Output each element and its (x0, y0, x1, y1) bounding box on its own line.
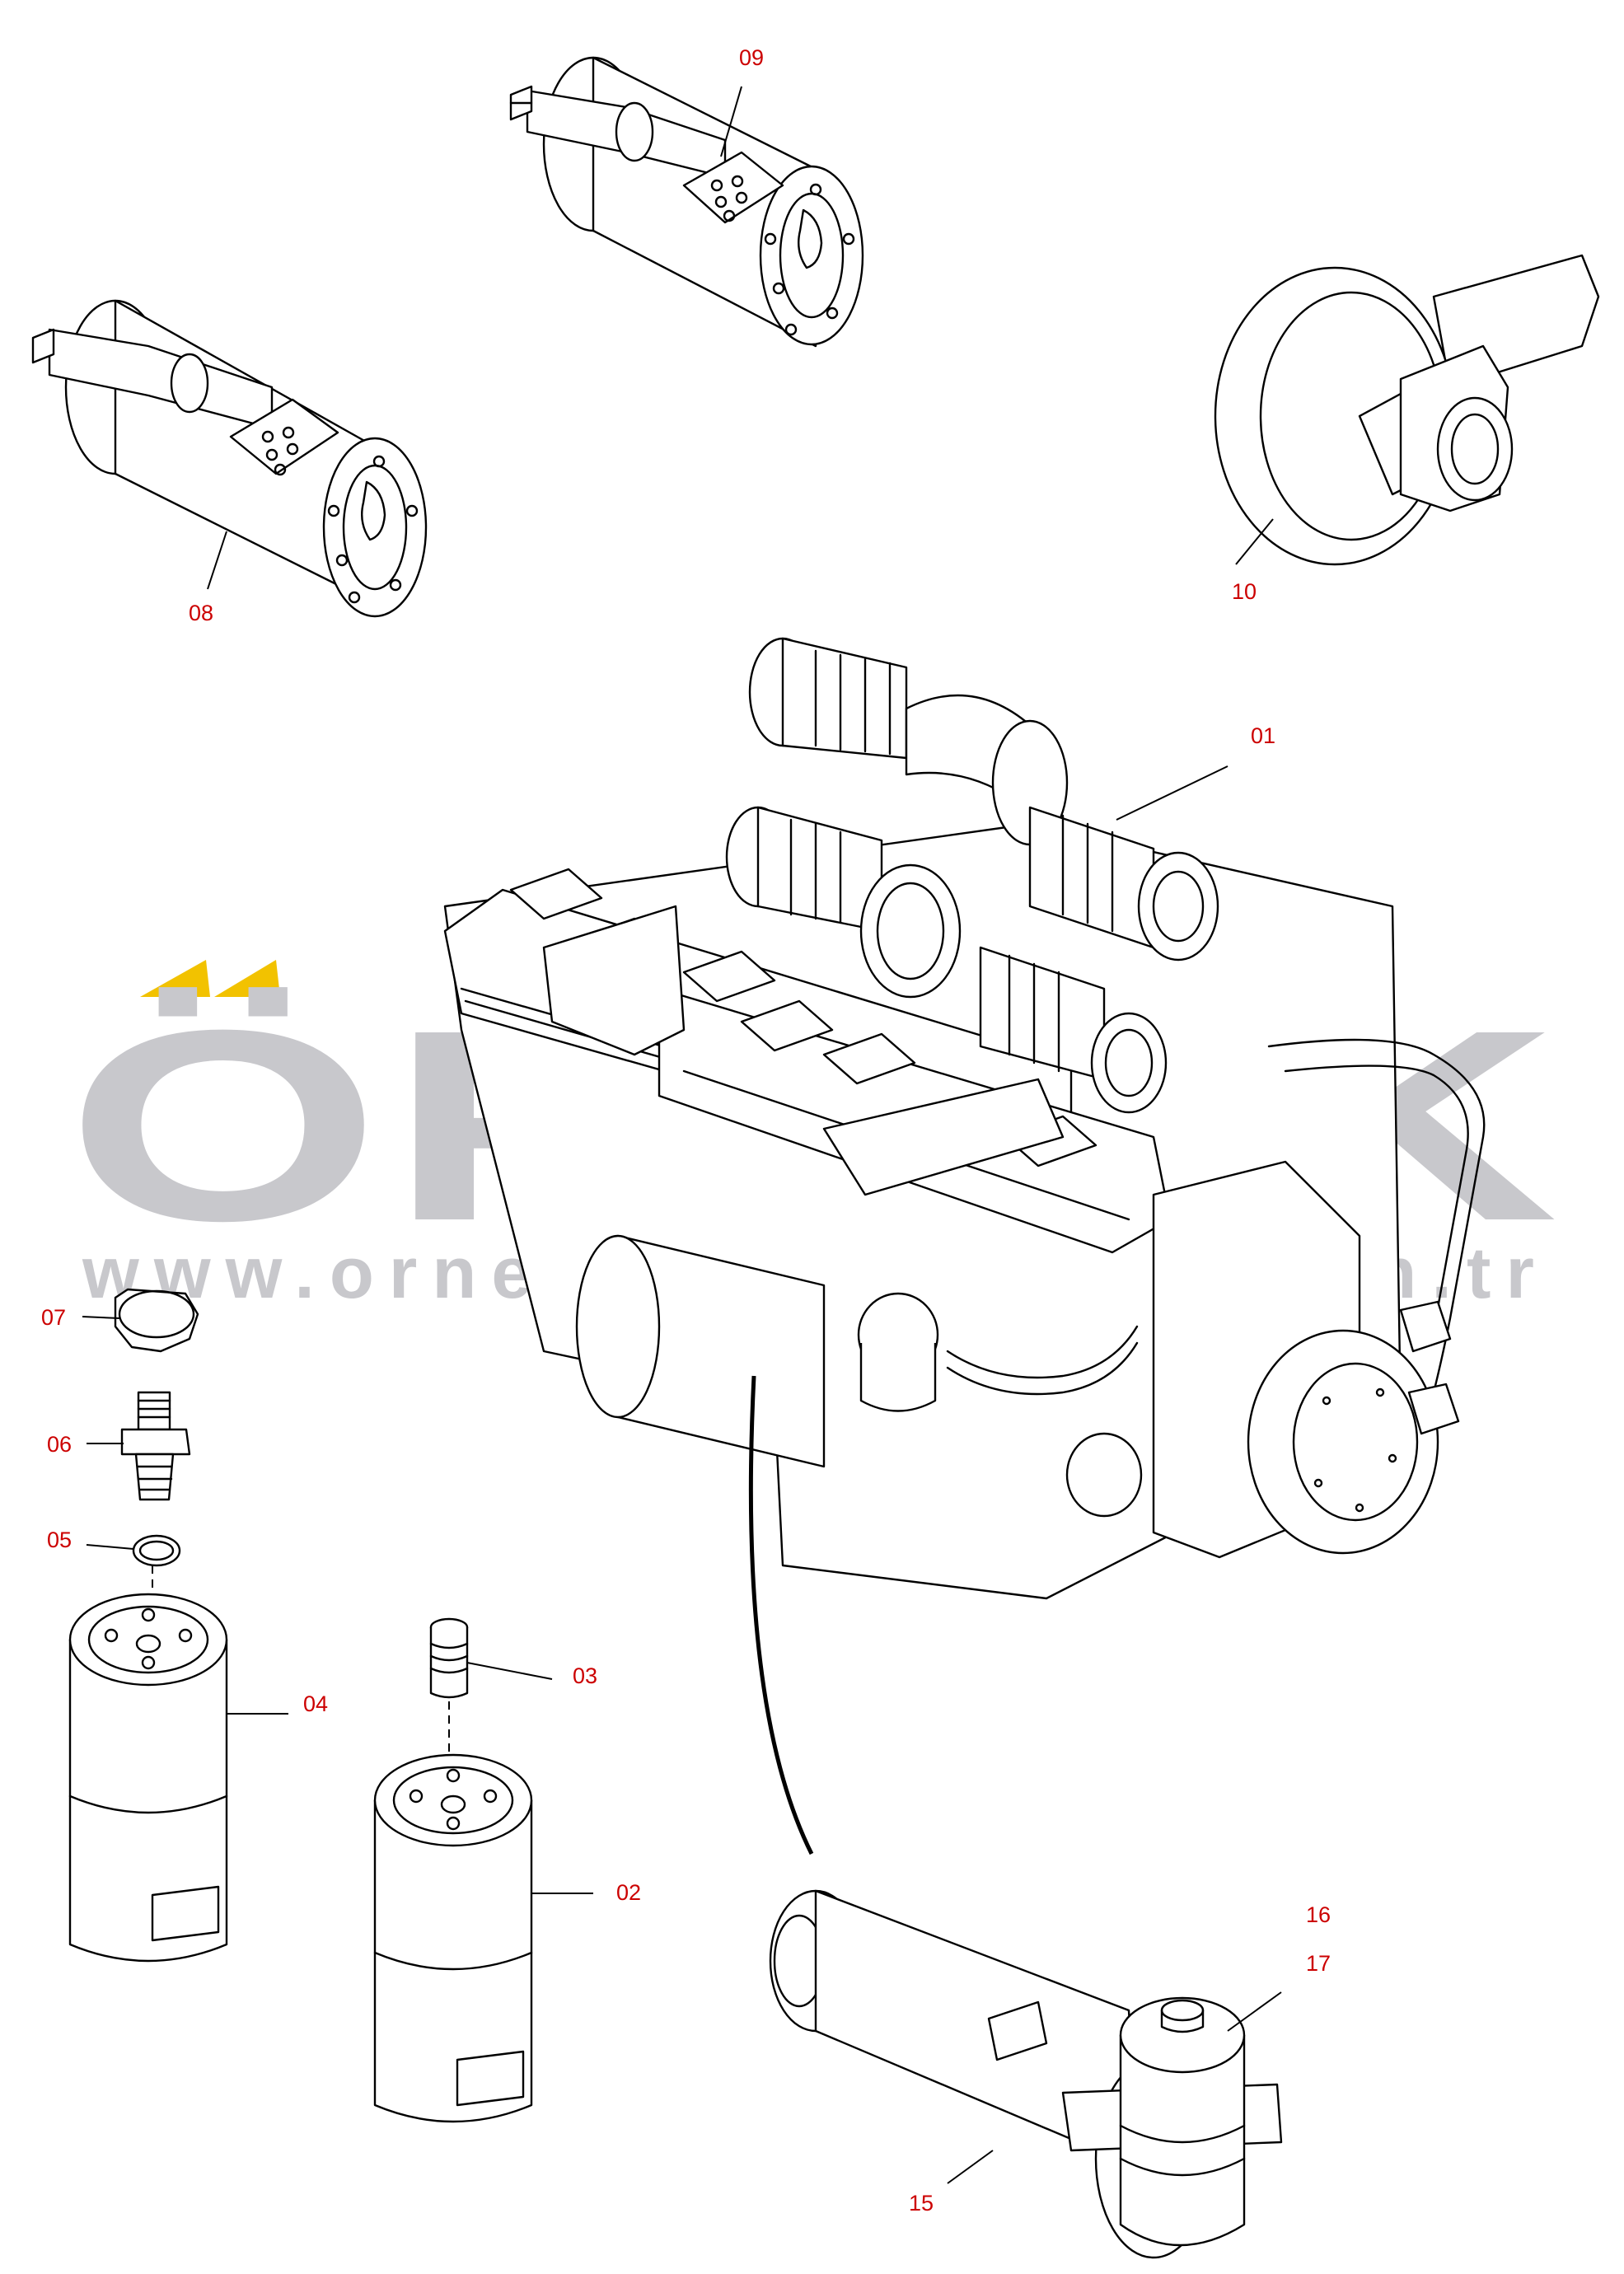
callout-06: 06 (47, 1432, 72, 1457)
leader-17 (1227, 1991, 1282, 2032)
callout-03: 03 (573, 1663, 597, 1688)
leader-08 (207, 531, 227, 590)
watermark-accent-left (140, 960, 210, 997)
callouts: 01 02 03 04 05 06 07 08 09 10 15 16 17 (41, 45, 1331, 2216)
filter-assembly-15 (769, 1889, 1283, 2259)
leader-01 (1116, 765, 1229, 821)
callout-01: 01 (1251, 723, 1275, 748)
detail-arrow (748, 1375, 814, 1855)
leader-09 (720, 86, 742, 157)
callout-09: 09 (739, 45, 764, 70)
callout-08: 08 (189, 601, 213, 625)
watermark-accent-right (214, 960, 280, 997)
leader-05 (86, 1544, 134, 1550)
callout-05: 05 (47, 1528, 72, 1552)
leader-lines (82, 86, 1282, 2184)
o-ring-05 (132, 1534, 181, 1567)
leader-10 (1235, 518, 1274, 565)
leader-15 (947, 2150, 994, 2184)
starter-motor-08 (31, 299, 428, 618)
callout-17: 17 (1306, 1951, 1331, 1976)
callout-07: 07 (41, 1305, 66, 1330)
engine-assembly-01 (443, 637, 1486, 1600)
callout-16: 16 (1306, 1902, 1331, 1927)
turbo-housing-10 (1214, 254, 1600, 566)
starter-motor-09 (509, 56, 864, 348)
callout-15: 15 (909, 2191, 934, 2216)
callout-10: 10 (1232, 579, 1257, 604)
retainer-plate-07 (114, 1288, 199, 1353)
callout-02: 02 (616, 1880, 641, 1905)
fitting-06 (120, 1391, 191, 1501)
nipple-03 (429, 1617, 469, 1771)
filter-cartridge-04 (68, 1593, 228, 1963)
leader-07 (82, 1316, 120, 1319)
leader-03 (466, 1662, 553, 1680)
callout-04: 04 (303, 1691, 328, 1716)
filter-cartridge-02 (373, 1753, 533, 2123)
